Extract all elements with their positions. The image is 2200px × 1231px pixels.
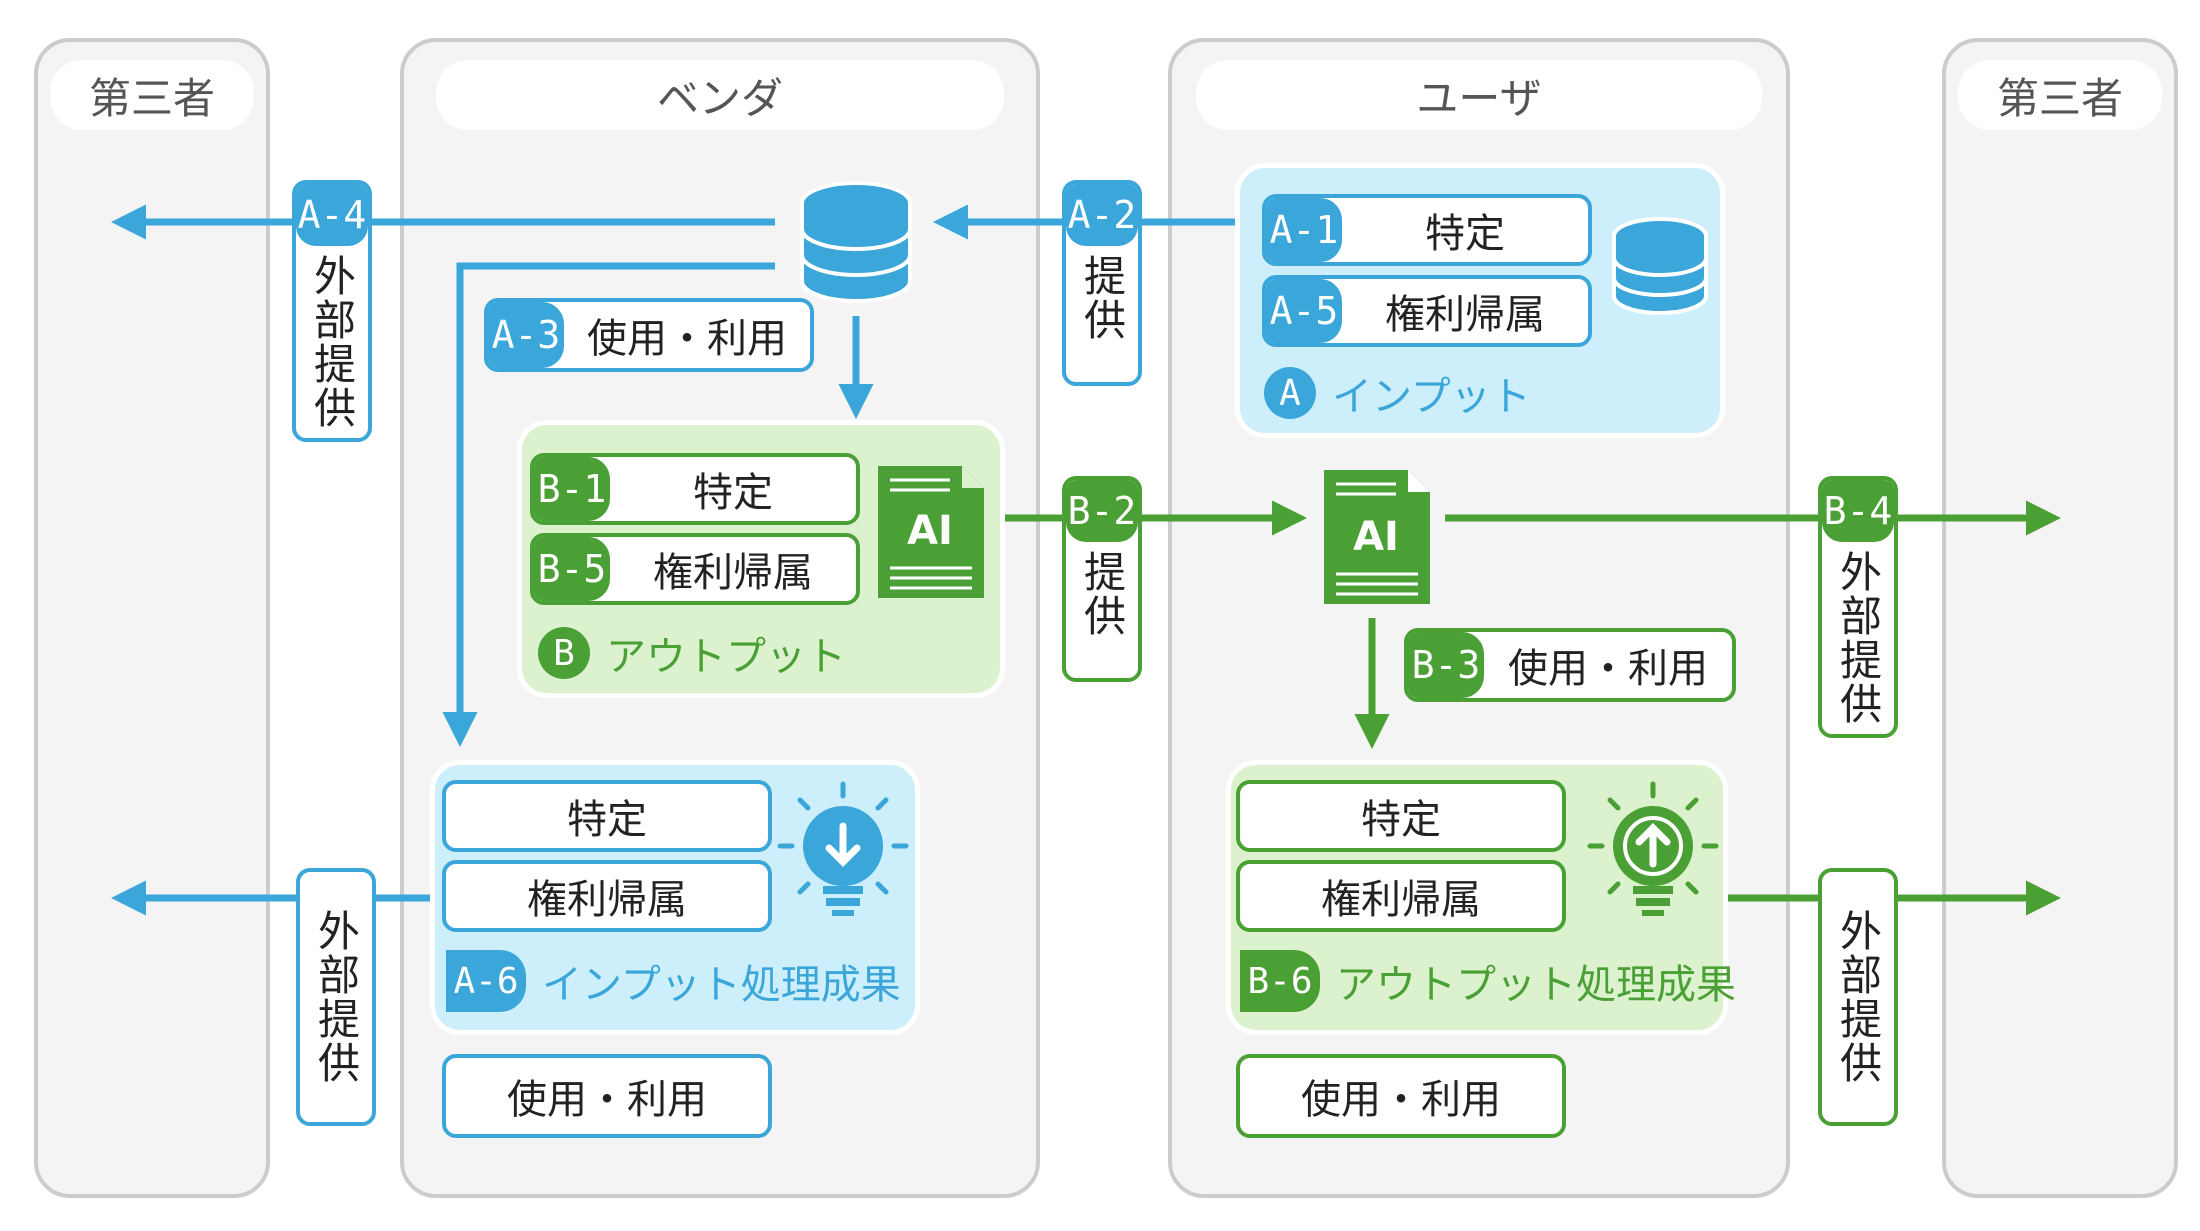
tag-label: 外部提供	[1833, 550, 1883, 726]
input-result-item-label: 権利帰属	[527, 877, 687, 923]
input-badge: A	[1264, 367, 1316, 419]
use-label-user-bottom: 使用・利用	[1236, 1054, 1566, 1138]
output-item-code: B-1	[534, 457, 610, 521]
use-label-text: 使用・利用	[507, 1077, 707, 1123]
output-result-title: アウトプット処理成果	[1336, 962, 1736, 1008]
lane-title-third-party-left: 第三者	[50, 60, 254, 130]
database-icon	[1612, 217, 1708, 315]
use-label-code: A-3	[488, 302, 564, 368]
input-item-rights: A-5 権利帰属	[1262, 275, 1592, 347]
lane-title-vendor: ベンダ	[436, 60, 1004, 130]
lane-third-party-left	[34, 38, 270, 1198]
tag-label: 外部提供	[311, 909, 361, 1085]
output-result-code: B-6	[1240, 950, 1320, 1012]
tag-code: A-4	[296, 184, 368, 246]
input-result-title: インプット処理成果	[542, 962, 901, 1008]
tag-a4-external-provision: A-4 外部提供	[292, 180, 372, 442]
tag-b2-provision: B-2 提供	[1062, 476, 1142, 682]
use-label-text: 使用・利用	[1301, 1077, 1501, 1123]
tag-code: B-2	[1066, 480, 1138, 542]
tag-code: B-4	[1822, 480, 1894, 542]
output-item-label: 権利帰属	[653, 550, 813, 596]
input-panel-caption: A インプット	[1264, 364, 1531, 422]
ai-document-text: AI	[1353, 514, 1399, 560]
tag-vendor-external-provision: 外部提供	[296, 868, 376, 1126]
tag-code: A-2	[1066, 184, 1138, 246]
input-item-code: A-5	[1266, 279, 1342, 343]
tag-label: 提供	[1077, 254, 1127, 342]
output-result-caption: B-6 アウトプット処理成果	[1240, 950, 1736, 1012]
lane-title-third-party-right: 第三者	[1958, 60, 2162, 130]
input-panel-title: インプット	[1332, 374, 1531, 420]
use-label-text: 使用・利用	[587, 316, 787, 362]
output-item-identify: B-1 特定	[530, 453, 860, 525]
lane-title-user: ユーザ	[1196, 60, 1762, 130]
input-item-identify: A-1 特定	[1262, 194, 1592, 266]
output-item-label: 特定	[693, 470, 773, 516]
lane-third-party-right	[1942, 38, 2178, 1198]
tag-b4-external-provision: B-4 外部提供	[1818, 476, 1898, 738]
use-label-b3: B-3 使用・利用	[1404, 628, 1736, 702]
use-label-vendor-bottom: 使用・利用	[442, 1054, 772, 1138]
input-result-item-label: 特定	[567, 797, 647, 843]
output-result-item-identify: 特定	[1236, 780, 1566, 852]
lightbulb-down-icon	[777, 781, 909, 916]
ai-document-icon	[1324, 470, 1430, 604]
use-label-code: B-3	[1408, 632, 1484, 698]
output-result-item-label: 特定	[1361, 797, 1441, 843]
input-result-item-rights: 権利帰属	[442, 860, 772, 932]
use-label-a3: A-3 使用・利用	[484, 298, 814, 372]
tag-user-external-provision: 外部提供	[1818, 868, 1898, 1126]
input-result-code: A-6	[446, 950, 526, 1012]
output-badge: B	[538, 627, 590, 679]
output-item-code: B-5	[534, 537, 610, 601]
output-item-rights: B-5 権利帰属	[530, 533, 860, 605]
output-result-item-rights: 権利帰属	[1236, 860, 1566, 932]
input-item-code: A-1	[1266, 198, 1342, 262]
input-result-item-identify: 特定	[442, 780, 772, 852]
output-panel-caption: B アウトプット	[538, 624, 846, 682]
tag-label: 外部提供	[307, 254, 357, 430]
output-panel-title: アウトプット	[606, 634, 846, 680]
database-icon	[800, 181, 912, 303]
use-label-text: 使用・利用	[1508, 646, 1708, 692]
ai-document-text: AI	[907, 508, 953, 554]
tag-label: 提供	[1077, 550, 1127, 638]
input-result-caption: A-6 インプット処理成果	[446, 950, 901, 1012]
tag-label: 外部提供	[1833, 909, 1883, 1085]
input-item-label: 特定	[1425, 211, 1505, 257]
output-result-item-label: 権利帰属	[1321, 877, 1481, 923]
input-item-label: 権利帰属	[1385, 292, 1545, 338]
lightbulb-up-icon	[1587, 781, 1719, 916]
ai-document-icon	[878, 466, 984, 598]
tag-a2-provision: A-2 提供	[1062, 180, 1142, 386]
